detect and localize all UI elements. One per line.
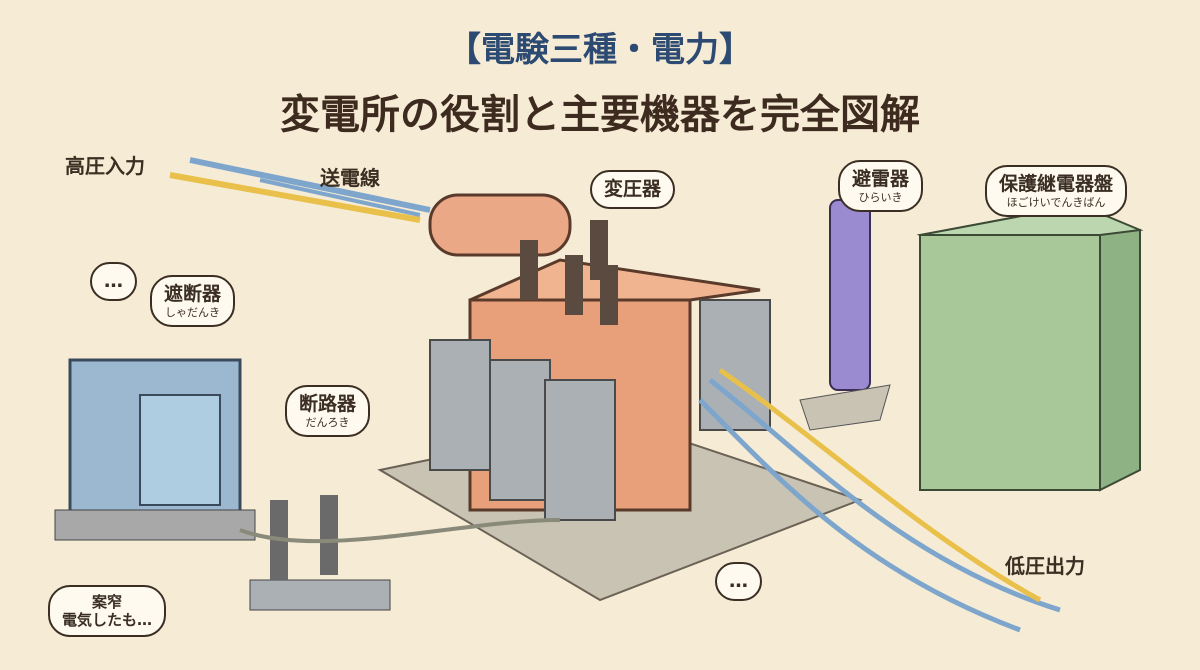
bubble-worker-bottom: … bbox=[715, 562, 762, 601]
breaker-reading: しゃだんき bbox=[165, 305, 220, 319]
input-arrows bbox=[169, 157, 431, 223]
bubble-breaker: 遮断器しゃだんき bbox=[150, 275, 236, 327]
bubble-relay-panel: 保護継電器盤ほごけいでんきばん bbox=[985, 165, 1128, 217]
label-low-voltage-output: 低圧出力 bbox=[1005, 554, 1085, 578]
output-cables bbox=[239, 367, 1061, 633]
bubble-disconnector: 断路器だんろき bbox=[285, 385, 371, 437]
disconnector bbox=[249, 495, 391, 611]
label-high-voltage-input: 高圧入力 bbox=[65, 154, 145, 178]
relay-label: 保護継電器盤 bbox=[999, 173, 1114, 195]
breaker-label: 遮断器 bbox=[164, 283, 222, 305]
bubble-worker-bottom-left: 案窄電気したも… bbox=[48, 585, 167, 637]
transformer bbox=[428, 193, 771, 521]
page-title-category: 【電験三種・電力】 bbox=[447, 30, 753, 70]
page-title: 変電所の役割と主要機器を完全図解 bbox=[280, 92, 920, 138]
worker-speech-line1: 案窄 bbox=[92, 593, 123, 611]
relay-reading: ほごけいでんきばん bbox=[1006, 195, 1106, 209]
disconnector-reading: だんろき bbox=[305, 415, 350, 429]
bubble-arrester: 避雷器ひらいき bbox=[838, 160, 924, 212]
worker-speech-line2: 電気したも… bbox=[62, 611, 153, 629]
relay-panel bbox=[916, 203, 1144, 492]
arrester-label: 避雷器 bbox=[852, 168, 910, 190]
circuit-breaker bbox=[54, 358, 256, 541]
bubble-worker-top-left: … bbox=[90, 262, 137, 301]
lightning-arrester bbox=[799, 199, 891, 431]
disconnector-label: 断路器 bbox=[299, 393, 357, 415]
bubble-transformer: 変圧器 bbox=[590, 170, 676, 209]
transformer-label: 変圧器 bbox=[604, 178, 662, 200]
arrester-reading: ひらいき bbox=[858, 190, 903, 204]
label-transmission-line: 送電線 bbox=[320, 166, 380, 190]
